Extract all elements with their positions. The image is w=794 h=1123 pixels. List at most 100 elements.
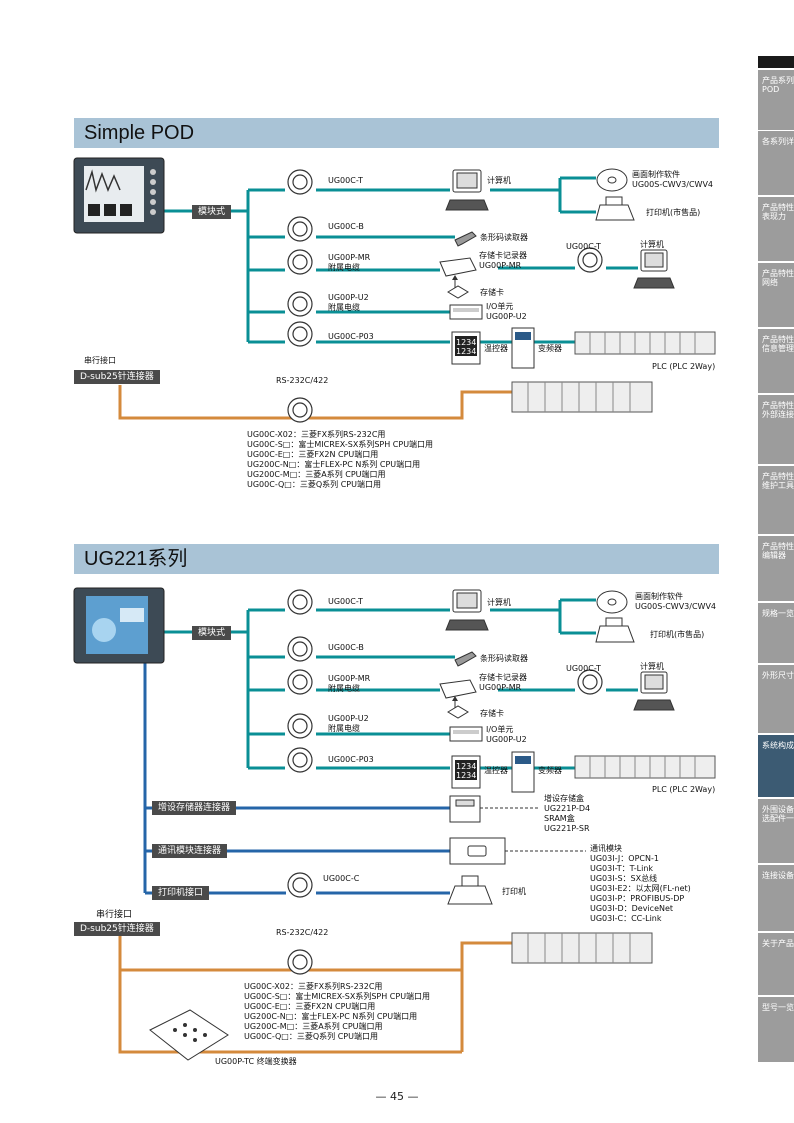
printer-icon-2 xyxy=(595,617,635,643)
card-pc-label: 计算机 xyxy=(640,662,664,671)
cable-label: UG00C-T xyxy=(328,597,363,606)
side-tab-label: 规格一览 xyxy=(762,609,794,618)
side-tab[interactable]: 产品特性 网络 xyxy=(758,263,794,327)
side-tab[interactable]: 型号一览 xyxy=(758,997,794,1062)
side-tab[interactable]: 连接设备一览 xyxy=(758,865,794,931)
cable-label: UG00C-T xyxy=(328,176,363,185)
io-model: UG00P-U2 xyxy=(486,735,527,744)
svg-text:1234: 1234 xyxy=(456,762,476,771)
cable-label: 附属电缆 xyxy=(328,263,360,272)
side-tab-label: 连接设备一览 xyxy=(762,871,794,880)
list-item: UG00C-Q□：三菱Q系列 CPU端口用 xyxy=(244,1032,378,1041)
cable-label: 附属电缆 xyxy=(328,684,360,693)
plc-icon-2b xyxy=(511,932,653,964)
card-recorder-icon-1 xyxy=(439,257,477,277)
comm-module-list: 通讯模块 UG03I-J：OPCN-1 UG03I-T：T-Link UG03I… xyxy=(590,844,691,924)
card-pc-label: 计算机 xyxy=(640,240,664,249)
list-item: UG00C-X02：三菱FX系列RS-232C用 xyxy=(244,982,383,991)
svg-text:1234: 1234 xyxy=(456,338,476,347)
printer-cable-label: UG00C-C xyxy=(323,874,360,883)
list-item: UG200C-M□：三菱A系列 CPU端口用 xyxy=(244,1022,383,1031)
terminal-converter-label: UG00P-TC 终端变换器 xyxy=(215,1057,297,1066)
side-tab[interactable]: 外围设备 选配件一览 xyxy=(758,799,794,863)
side-tab-label: 产品特性 编辑器 xyxy=(762,542,794,560)
svg-text:1234: 1234 xyxy=(456,771,476,780)
list-item: UG00C-E□：三菱FX2N CPU端口用 xyxy=(247,450,379,459)
card-cable-label: UG00C-T xyxy=(566,664,601,673)
pc-label: 计算机 xyxy=(487,176,511,185)
plc-icon-1b xyxy=(511,381,653,413)
page-number: — 45 — xyxy=(375,1090,419,1103)
printer-device-label: 打印机 xyxy=(502,887,526,896)
barcode-icon-1 xyxy=(454,231,477,247)
software-model: UG00S-CWV3/CWV4 xyxy=(632,180,714,189)
section1-title: Simple POD xyxy=(74,118,719,148)
serial-connector-1: D-sub25针连接器 xyxy=(74,370,160,384)
side-tab[interactable]: 产品特性 表现力 xyxy=(758,197,794,261)
list-item: UG03I-C：CC-Link xyxy=(590,914,662,923)
card-recorder-model: UG00P-MR xyxy=(479,261,522,270)
barcode-label: 条形码读取器 xyxy=(480,233,528,242)
side-tab-label: 产品特性 维护工具 xyxy=(762,472,794,490)
list-item: UG200C-N□：富士FLEX-PC N系列 CPU端口用 xyxy=(244,1012,418,1021)
side-tab[interactable]: 产品系列丰富 POD xyxy=(758,70,794,130)
serial-connector-2: D-sub25针连接器 xyxy=(74,922,160,936)
temp-label: 温控器 xyxy=(484,344,508,353)
module-tag-1: 模块式 xyxy=(192,205,232,219)
svg-text:1234: 1234 xyxy=(456,347,476,356)
side-tab[interactable]: 规格一览 xyxy=(758,603,794,663)
memory-cassette-icon xyxy=(449,795,481,823)
hmi-device-1 xyxy=(73,157,165,234)
side-tab[interactable]: 各系列详情 xyxy=(758,131,794,195)
list-item: 通讯模块 xyxy=(590,844,622,853)
memory-connector-tag: 增设存储器连接器 xyxy=(152,801,237,815)
side-tab-label: 外围设备 选配件一览 xyxy=(762,805,794,823)
card-recorder-label: 存储卡记录器 xyxy=(479,673,527,682)
rs-label-2: RS-232C/422 xyxy=(276,928,329,937)
cable-label: UG00P-U2 xyxy=(328,293,369,302)
card-recorder-icon-2 xyxy=(439,679,477,699)
io-label: I/O单元 xyxy=(486,302,514,311)
list-item: UG00C-Q□：三菱Q系列 CPU端口用 xyxy=(247,480,381,489)
printer-port-tag: 打印机接口 xyxy=(152,886,210,900)
cd-icon-1 xyxy=(596,168,628,192)
io-label: I/O单元 xyxy=(486,725,514,734)
side-tab-label: 各系列详情 xyxy=(762,137,794,146)
list-item: UG200C-M□：三菱A系列 CPU端口用 xyxy=(247,470,386,479)
terminal-converter-icon xyxy=(149,1009,229,1061)
computer-icon-2b xyxy=(633,671,675,711)
side-tab[interactable]: 产品特性 编辑器 xyxy=(758,536,794,601)
io-unit-icon-2 xyxy=(449,726,483,742)
computer-icon-1 xyxy=(445,169,489,211)
rs-label-1: RS-232C/422 xyxy=(276,376,329,385)
cable-label: UG00P-MR xyxy=(328,253,371,262)
serial-label-1: 串行接口 xyxy=(84,355,116,367)
pc-label: 计算机 xyxy=(487,598,511,607)
side-tab[interactable]: 产品特性 外部连接设备 xyxy=(758,395,794,464)
serial-label-2: 串行接口 xyxy=(96,910,133,920)
card-cable-label: UG00C-T xyxy=(566,242,601,251)
inverter-icon-1 xyxy=(511,327,535,369)
side-tab-label: 产品特性 外部连接设备 xyxy=(762,401,794,419)
side-tab[interactable]: 产品特性 信息管理 xyxy=(758,329,794,393)
cable-label: 附属电缆 xyxy=(328,303,360,312)
card-label: 存储卡 xyxy=(480,288,504,297)
io-unit-icon-1 xyxy=(449,304,483,320)
printer-icon-3 xyxy=(447,875,493,905)
card-icon-2 xyxy=(447,705,469,719)
comm-connector-tag: 通讯模块连接器 xyxy=(152,844,228,858)
side-tab-label: 产品系列丰富 POD xyxy=(762,76,794,94)
side-tab[interactable]: 外形尺寸图 xyxy=(758,665,794,733)
cable-label: UG00C-B xyxy=(328,643,364,652)
list-item: UG03I-S：SX总线 xyxy=(590,874,658,883)
plc-icon-2 xyxy=(574,755,716,779)
side-tab[interactable]: 产品特性 维护工具 xyxy=(758,466,794,534)
side-tab[interactable]: 系统构成示例 xyxy=(758,735,794,797)
cable-label: UG00C-P03 xyxy=(328,755,374,764)
computer-icon-2 xyxy=(445,589,489,631)
side-tab-label: 关于产品保证 xyxy=(762,939,794,948)
side-tab-label: 产品特性 网络 xyxy=(762,269,794,287)
list-item: UG00C-E□：三菱FX2N CPU端口用 xyxy=(244,1002,376,1011)
side-tab[interactable]: 关于产品保证 xyxy=(758,933,794,995)
